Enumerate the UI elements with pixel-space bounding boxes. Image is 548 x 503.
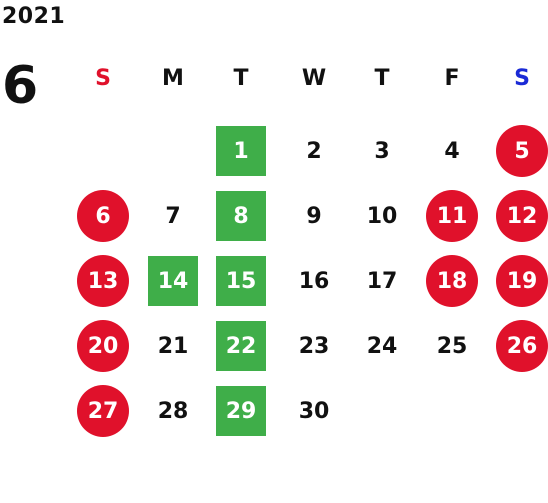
day-cell-18: 18: [426, 255, 478, 307]
day-cell-23: 23: [298, 333, 330, 359]
day-cell-1: 1: [216, 126, 266, 176]
day-cell-19: 19: [496, 255, 548, 307]
day-cell-26: 26: [496, 320, 548, 372]
day-cell-21: 21: [157, 333, 189, 359]
weekday-header-1: M: [162, 66, 184, 91]
day-cell-13: 13: [77, 255, 129, 307]
day-cell-24: 24: [366, 333, 398, 359]
day-cell-15: 15: [216, 256, 266, 306]
weekday-header-6: S: [514, 66, 530, 91]
day-cell-4: 4: [444, 138, 460, 164]
day-cell-28: 28: [157, 398, 189, 424]
day-cell-2: 2: [306, 138, 322, 164]
day-cell-11: 11: [426, 190, 478, 242]
day-cell-7: 7: [165, 203, 181, 229]
day-cell-16: 16: [298, 268, 330, 294]
day-cell-29: 29: [216, 386, 266, 436]
day-cell-9: 9: [306, 203, 322, 229]
day-cell-20: 20: [77, 320, 129, 372]
day-cell-10: 10: [366, 203, 398, 229]
day-cell-12: 12: [496, 190, 548, 242]
weekday-header-5: F: [444, 66, 460, 91]
day-cell-6: 6: [77, 190, 129, 242]
day-cell-30: 30: [298, 398, 330, 424]
day-cell-22: 22: [216, 321, 266, 371]
day-cell-5: 5: [496, 125, 548, 177]
weekday-header-2: T: [233, 66, 249, 91]
day-cell-27: 27: [77, 385, 129, 437]
day-cell-3: 3: [374, 138, 390, 164]
calendar-month: 6: [2, 56, 39, 116]
calendar-year: 2021: [2, 4, 66, 29]
day-cell-17: 17: [366, 268, 398, 294]
weekday-header-0: S: [95, 66, 111, 91]
day-cell-14: 14: [148, 256, 198, 306]
day-cell-8: 8: [216, 191, 266, 241]
day-cell-25: 25: [436, 333, 468, 359]
weekday-header-3: W: [301, 66, 327, 91]
weekday-header-4: T: [374, 66, 390, 91]
